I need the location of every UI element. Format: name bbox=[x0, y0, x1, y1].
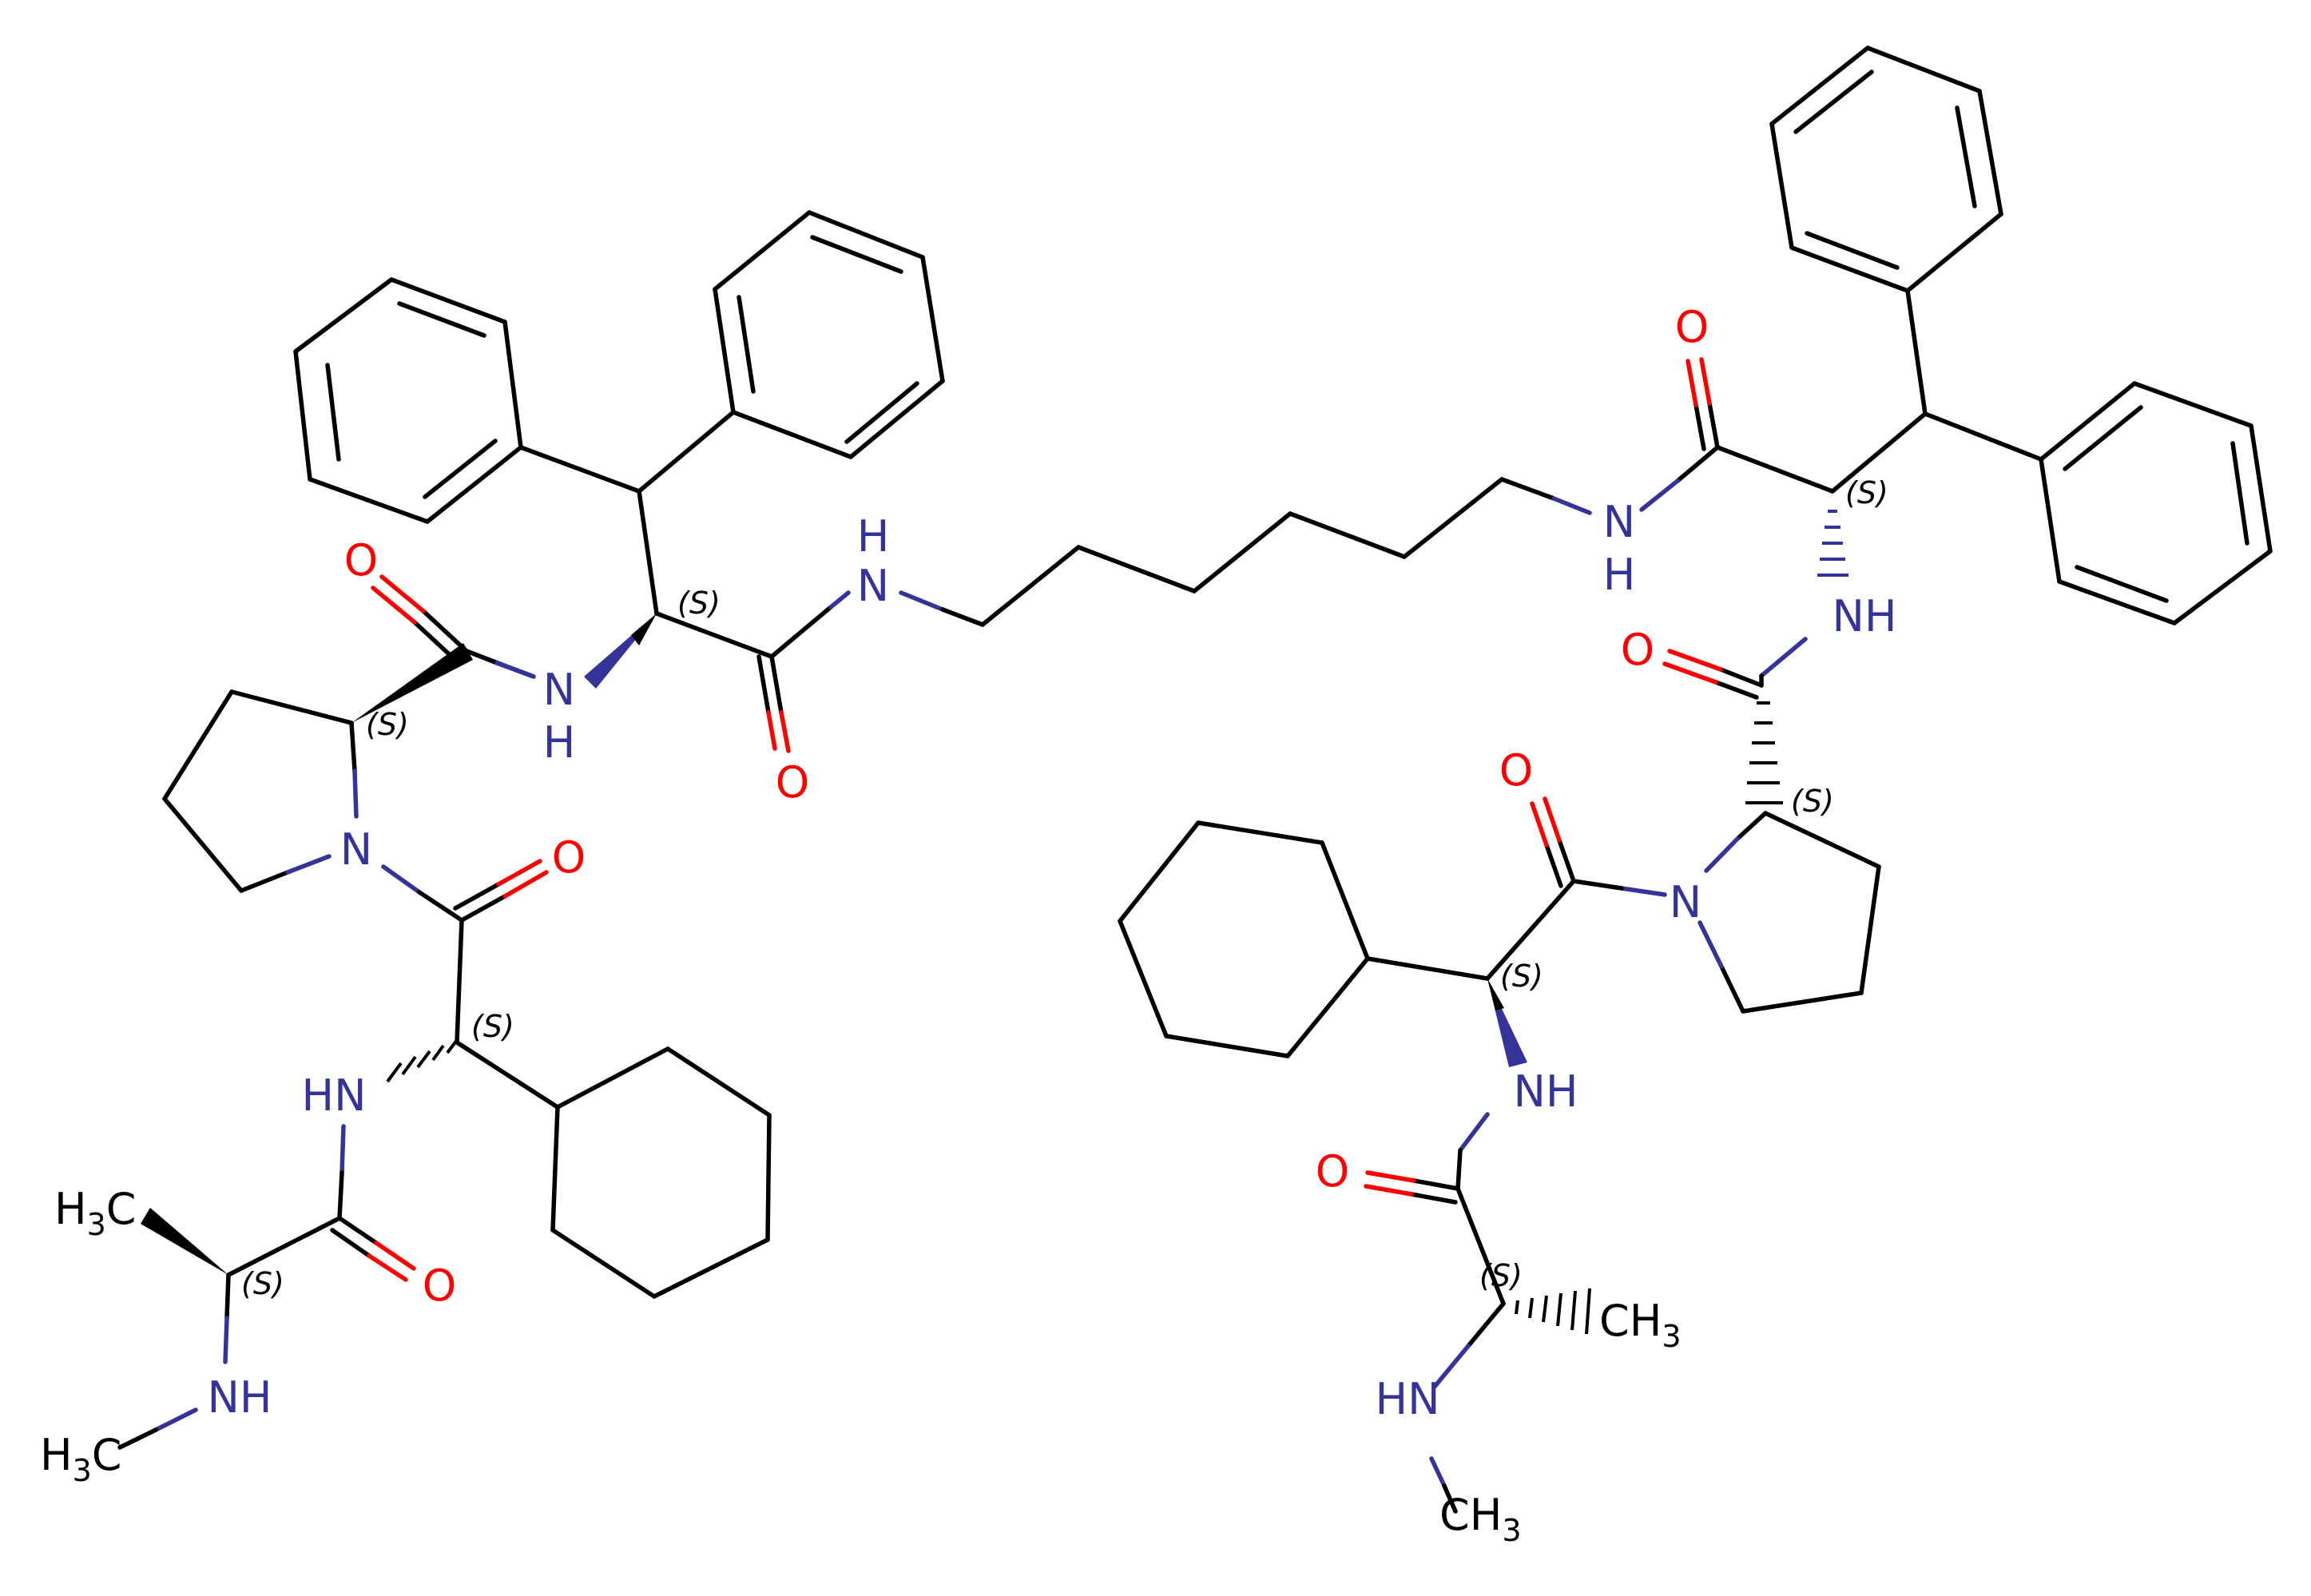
right-ala bbox=[1364, 1112, 1591, 1514]
stereo-label: (S) bbox=[1791, 784, 1834, 819]
phenyl-ring-d bbox=[2039, 381, 2273, 625]
atom-label-oxygen: O bbox=[1316, 1146, 1350, 1197]
atom-label-amine: HN bbox=[302, 1070, 367, 1121]
atom-label-oxygen: O bbox=[776, 757, 810, 808]
stereo-label: (S) bbox=[1479, 1258, 1523, 1293]
stereo-label: (S) bbox=[677, 586, 721, 621]
atom-label-nitrogen: N bbox=[1603, 497, 1635, 547]
stereo-label: (S) bbox=[471, 1009, 514, 1044]
atom-label-amine: NH bbox=[1514, 1066, 1578, 1117]
stereo-label: (S) bbox=[366, 707, 409, 742]
left-pro-carbonyl bbox=[351, 574, 536, 723]
right-pro-carbonyl bbox=[1662, 637, 1808, 804]
stereo-label: (S) bbox=[241, 1266, 284, 1301]
stereo-label: (S) bbox=[1500, 959, 1543, 994]
atom-label-hydrogen: H bbox=[543, 717, 576, 768]
methyl-label: H3C bbox=[54, 1184, 137, 1242]
right-proline-ring bbox=[1530, 796, 1881, 1014]
phenyl-ring-a bbox=[293, 277, 523, 524]
atom-label-hydrogen: H bbox=[857, 511, 890, 562]
atom-label-amine: NH bbox=[208, 1372, 272, 1423]
left-benzhydryl-bonds bbox=[518, 410, 736, 616]
atom-label-nitrogen: N bbox=[340, 824, 372, 875]
atom-label-oxygen: O bbox=[1621, 625, 1655, 675]
atom-label-oxygen: O bbox=[423, 1261, 457, 1311]
phenyl-ring-c bbox=[1769, 46, 2003, 293]
atom-label-amine: HN bbox=[1376, 1374, 1440, 1424]
hexyl-linker bbox=[899, 477, 1592, 627]
atom-label-hydrogen: H bbox=[1603, 550, 1636, 600]
atom-label-nitrogen: N bbox=[857, 561, 889, 611]
atom-label-amine: NH bbox=[1833, 591, 1897, 641]
left-chg bbox=[386, 918, 772, 1299]
atom-label-oxygen: O bbox=[344, 535, 379, 586]
methyl-label: H3C bbox=[40, 1430, 122, 1488]
methyl-label: CH3 bbox=[1599, 1296, 1682, 1354]
methyl-label: CH3 bbox=[1439, 1490, 1522, 1548]
right-chg bbox=[1118, 820, 1576, 1067]
right-dpa-backbone bbox=[1639, 357, 1848, 577]
atom-label-oxygen: O bbox=[552, 832, 586, 883]
phenyl-ring-b bbox=[713, 210, 945, 459]
right-benzhydryl-bonds bbox=[1830, 288, 2043, 494]
atom-label-nitrogen: N bbox=[543, 665, 575, 715]
atom-label-nitrogen: N bbox=[1670, 877, 1701, 927]
left-ala bbox=[117, 1124, 416, 1450]
atom-label-oxygen: O bbox=[1499, 745, 1534, 796]
left-proline-ring bbox=[162, 689, 549, 923]
stereo-label: (S) bbox=[1845, 475, 1888, 510]
atom-label-oxygen: O bbox=[1675, 302, 1709, 352]
